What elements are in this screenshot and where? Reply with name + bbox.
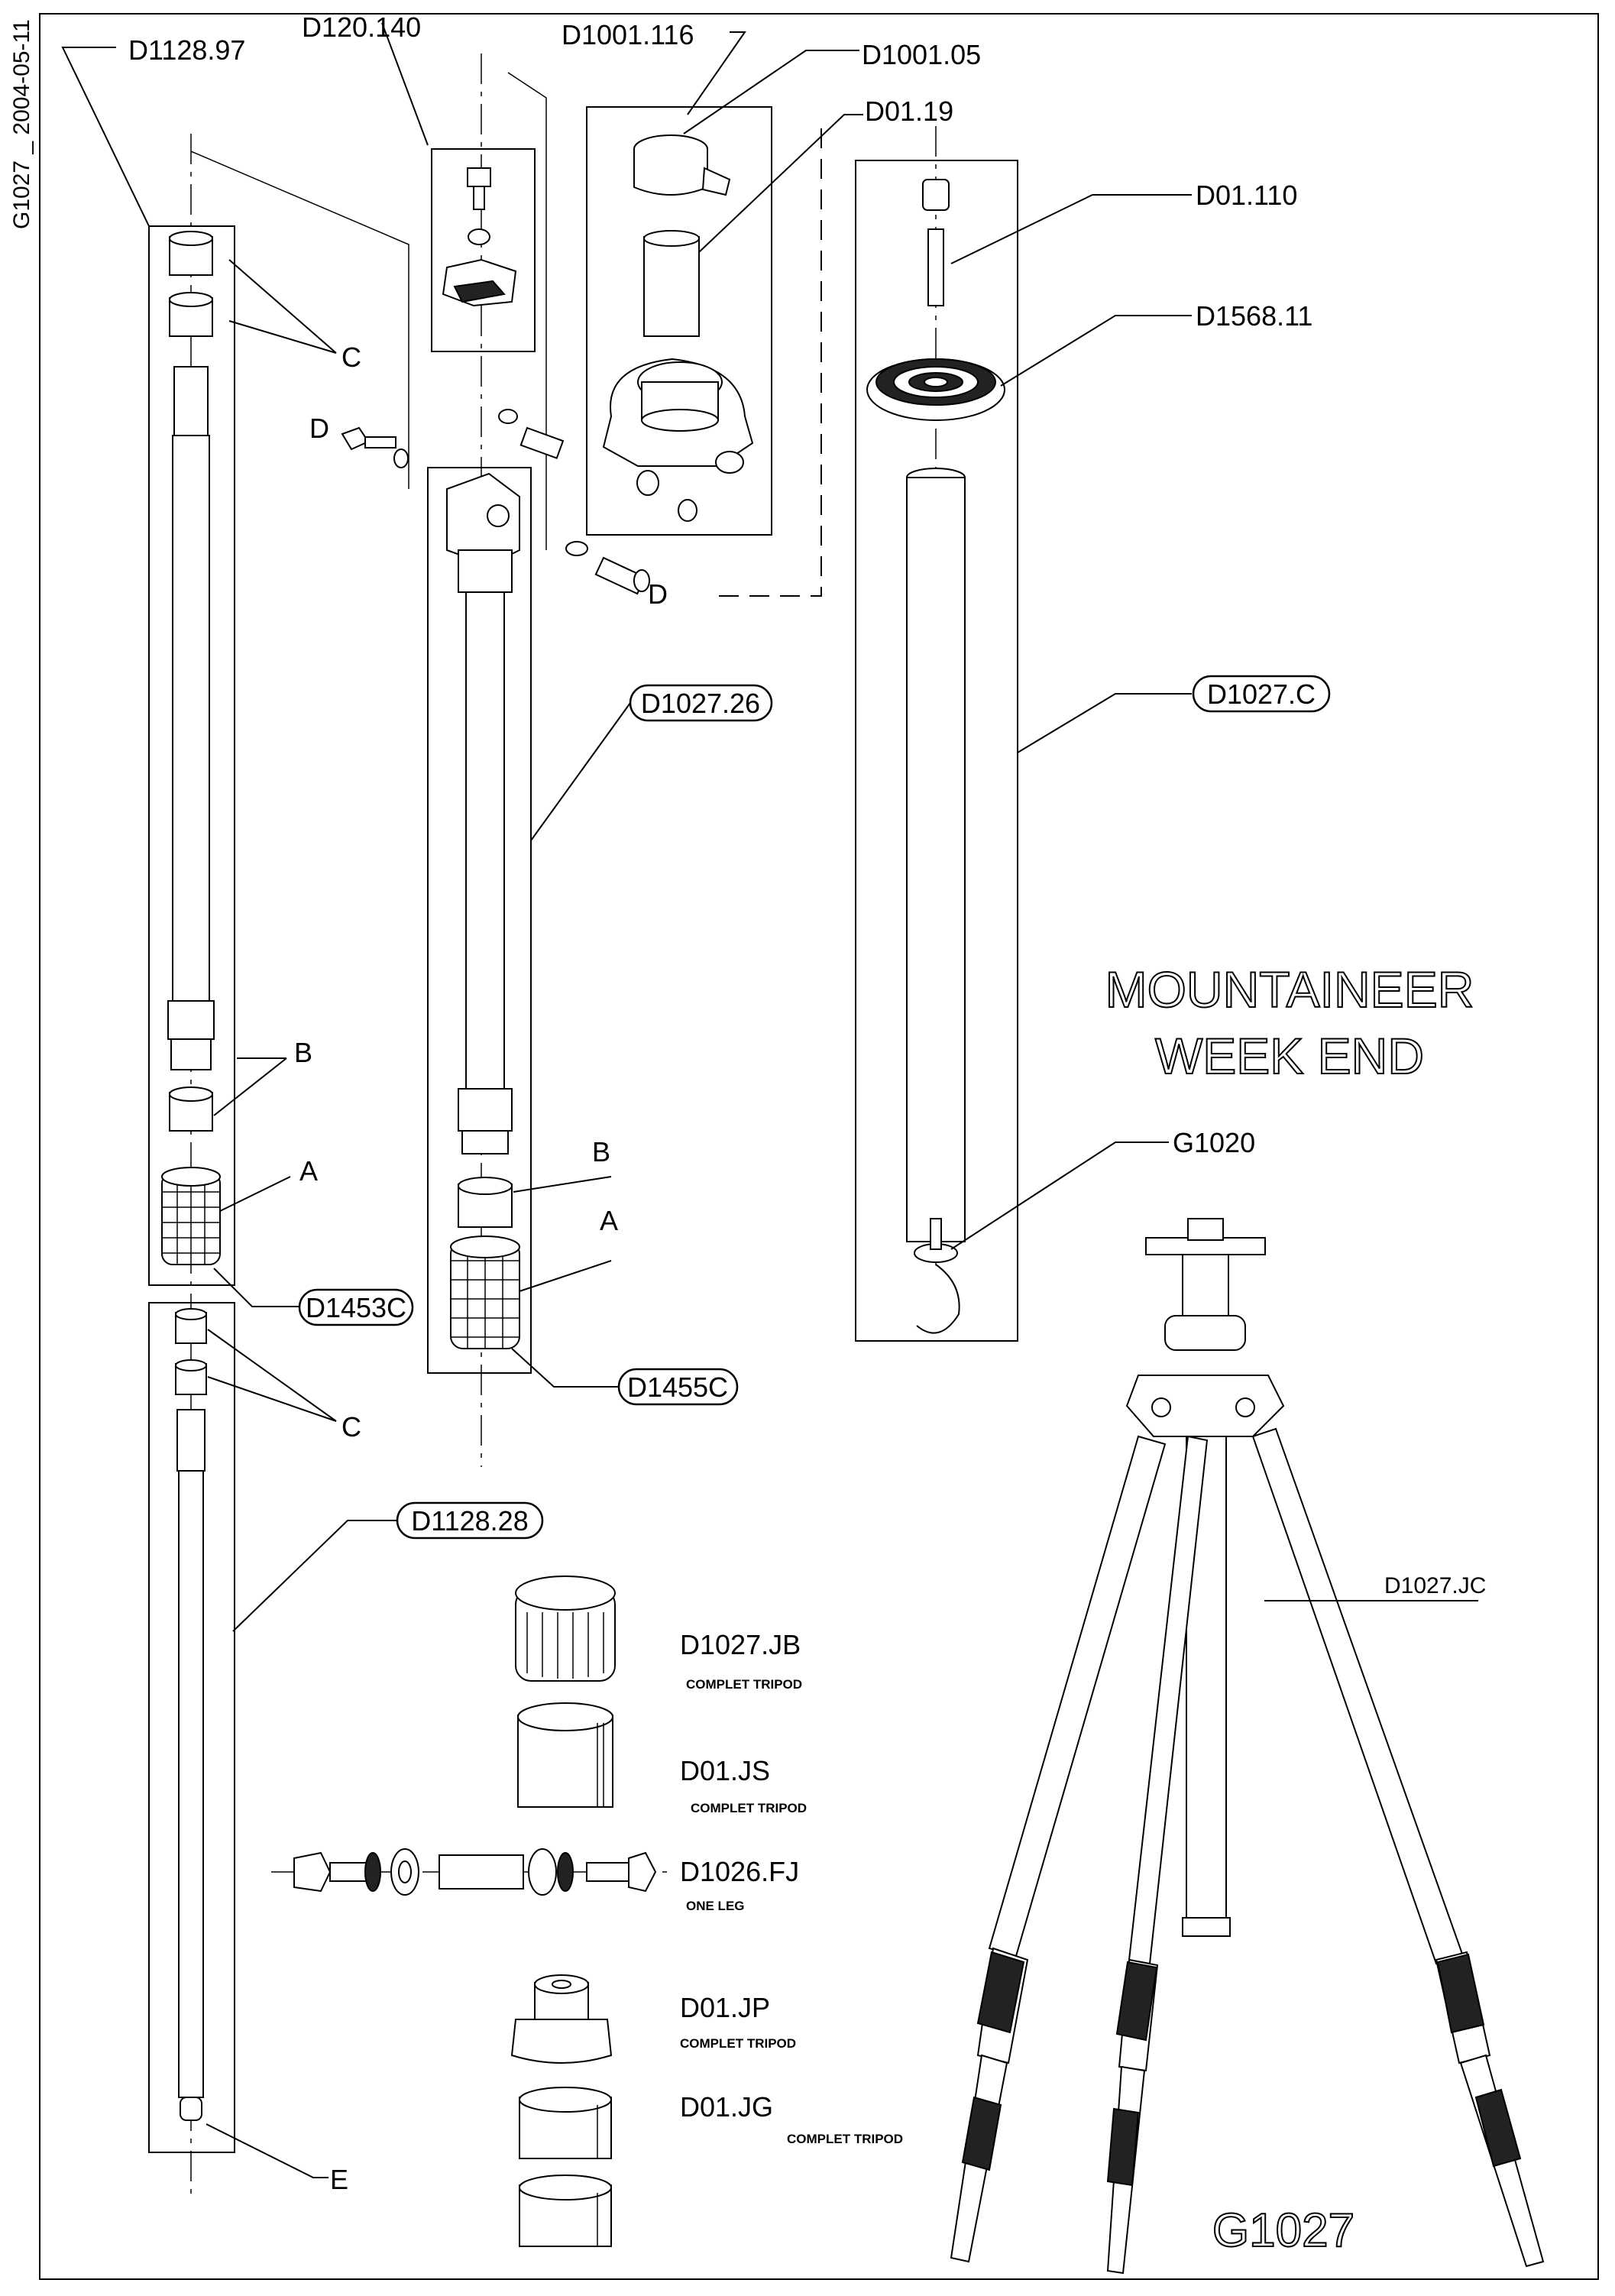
drawing-title-line1: MOUNTAINEER: [1105, 961, 1474, 1018]
hinge-collar: [458, 549, 513, 593]
kit-fj-code: D1026.FJ: [680, 1856, 799, 1887]
callout-b-left: B: [294, 1037, 312, 1068]
callout-d-right: D: [648, 578, 668, 610]
kit-js-code: D01.JS: [680, 1755, 770, 1786]
screw-head: [467, 167, 491, 187]
callout-d120-140: D120.140: [302, 11, 421, 43]
callout-d1453c: D1453C: [306, 1292, 406, 1323]
kit-fj-note: ONE LEG: [686, 1899, 745, 1913]
left-leaders: [61, 47, 397, 2178]
leg-hinge: [446, 472, 520, 567]
center-column-assembly: [855, 126, 1018, 1342]
spider-frame: [586, 106, 772, 536]
callout-d1455c: D1455C: [627, 1371, 728, 1403]
foot-e: [180, 2097, 202, 2121]
kit-jg-note: COMPLET TRIPOD: [787, 2132, 903, 2146]
column-path-dashes: [718, 128, 822, 597]
ballast-hook: [916, 1264, 960, 1334]
spider-leaders: [683, 31, 863, 253]
tube-top-collar: [173, 366, 209, 436]
callout-d1128-28-pill: [396, 1501, 544, 1540]
upper-leg-tube: [172, 435, 210, 1002]
center-leaders: [381, 22, 631, 1388]
callout-c-top: C: [341, 342, 361, 373]
spare-kit-list: [271, 1575, 672, 2247]
assembled-tripod: [950, 1218, 1545, 2275]
callout-d1027-c: D1027.C: [1207, 678, 1316, 710]
callout-d1453c-pill: [298, 1288, 414, 1326]
kit-jp-code: D01.JP: [680, 1992, 770, 2023]
center-column-tube: [906, 477, 966, 1242]
washer: [468, 228, 490, 245]
callout-d1128-97: D1128.97: [128, 34, 245, 66]
callout-d1455c-pill: [617, 1368, 739, 1406]
callout-d1027-26: D1027.26: [641, 688, 760, 719]
callout-d1001-116: D1001.116: [562, 19, 694, 50]
leg-upper-frame: [148, 225, 235, 1286]
callout-g1020: G1020: [1173, 1127, 1255, 1158]
tripod-spider: [1125, 1375, 1285, 1437]
callout-d1568-11: D1568.11: [1196, 300, 1312, 332]
kit-jb-code: D1027.JB: [680, 1629, 801, 1660]
center-sleeve: [643, 236, 700, 337]
bolt-d-right: [565, 541, 588, 556]
center-assembly: [190, 53, 650, 1467]
kit-jg-code: D01.JG: [680, 2091, 773, 2123]
kit-jb-note: COMPLET TRIPOD: [686, 1677, 802, 1692]
center-column-frame: [855, 160, 1018, 1342]
model-number: G1027: [1212, 2204, 1354, 2257]
tripod-column-top: [1182, 1254, 1229, 1316]
callout-d01-110: D01.110: [1196, 180, 1297, 211]
tripod-leg-right: [1251, 1427, 1465, 1965]
callout-a-left: A: [299, 1155, 318, 1187]
column-leaders: [950, 194, 1192, 1250]
leg-lower-frame: [148, 1302, 235, 2153]
callout-d01-19: D01.19: [865, 96, 953, 127]
drawing-id-stamp: G1027 _ 2004-05-11: [9, 19, 34, 229]
lower-leg-tube: [178, 1470, 204, 2098]
callout-d-left: D: [309, 413, 329, 444]
bolt-d-left: [341, 426, 370, 451]
callout-a-right: A: [600, 1205, 618, 1236]
callout-d1027-jc: D1027.JC: [1384, 1573, 1486, 1598]
drawing-border: [39, 13, 1599, 2280]
callout-d1001-05: D1001.05: [862, 39, 981, 70]
spacer: [519, 426, 565, 459]
callout-e: E: [330, 2164, 348, 2195]
tripod-column-lock: [1164, 1315, 1246, 1351]
kit-jp-note: COMPLET TRIPOD: [680, 2036, 796, 2051]
column-cap: [922, 179, 950, 211]
callout-d1027-26-pill: [629, 684, 773, 722]
spider-assembly: [586, 106, 822, 597]
callout-b-right: B: [592, 1136, 610, 1167]
leg-upper-section: [148, 134, 235, 2197]
callout-d1027-c-pill: [1192, 675, 1331, 713]
tube-lower-collar: [167, 1000, 215, 1040]
callout-c-bottom: C: [341, 1411, 361, 1443]
drawing-title-line2: WEEK END: [1155, 1028, 1424, 1084]
leg-lower-section: [148, 1302, 235, 2153]
middle-leg-frame: [427, 467, 532, 1374]
middle-leg-tube: [465, 591, 505, 1090]
column-pin: [927, 228, 944, 306]
callout-d1128-28: D1128.28: [411, 1505, 528, 1537]
screw-kit-frame: [431, 148, 536, 352]
lower-tube-collar: [176, 1409, 206, 1472]
kit-js-note: COMPLET TRIPOD: [691, 1801, 807, 1815]
kit-fj-bolt-icon: [293, 1851, 332, 1893]
